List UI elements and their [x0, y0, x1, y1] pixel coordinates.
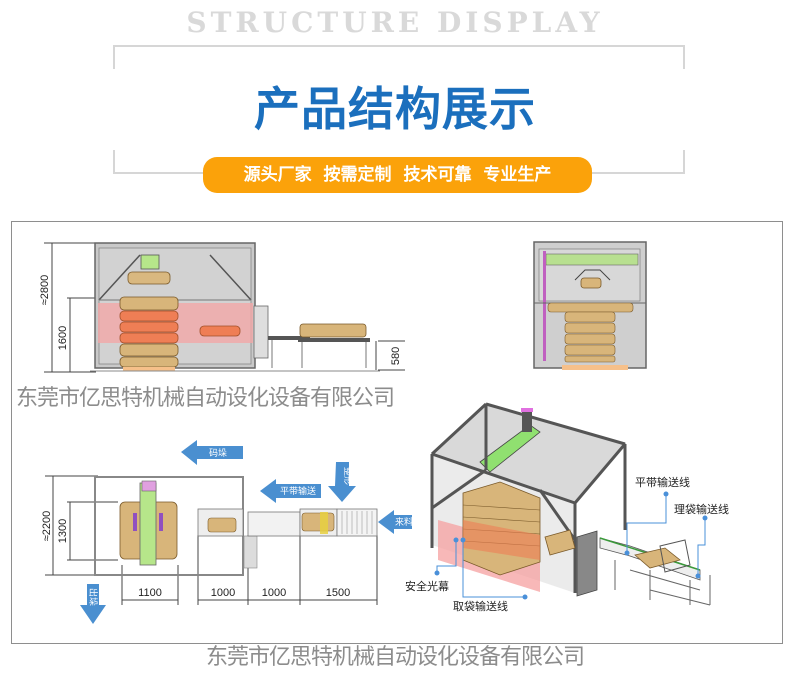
- slogan-badge: 源头厂家 按需定制 技术可靠 专业生产: [203, 157, 592, 193]
- dim-width: ≈2200: [41, 511, 53, 542]
- dim-segment-2: 1000: [211, 587, 235, 599]
- arrow-incoming: 来料: [378, 510, 413, 534]
- arrow-shaping: 整形: [328, 462, 356, 502]
- arrow-palletizing-label: 码垛: [209, 448, 227, 459]
- dim-pallet-width: 1300: [57, 519, 69, 543]
- dim-conveyor-height: 580: [390, 347, 402, 365]
- dim-stack-height: 1600: [57, 326, 69, 350]
- background-word: STRUCTURE DISPLAY: [186, 6, 604, 39]
- callout-bag-arranging-line: 理袋输送线: [674, 502, 729, 516]
- dim-total-height: ≈2800: [39, 275, 51, 306]
- arrow-palletizing: 码垛: [181, 440, 243, 465]
- arrow-stack-out: 出垛: [80, 584, 106, 624]
- front-dimension-lines: [44, 242, 405, 373]
- dim-segment-4: 1500: [326, 587, 350, 599]
- arrow-stack-out-label: 出垛: [87, 588, 99, 606]
- arrow-flat-belt: 平带输送: [260, 479, 321, 503]
- page-title: 产品结构展示: [254, 82, 536, 136]
- front-machine-frame: [90, 242, 380, 372]
- arrow-shaping-label: 整形: [342, 467, 354, 485]
- top-dimension-lines: [45, 475, 378, 605]
- callout-safety-light-curtain: 安全光幕: [405, 579, 449, 593]
- arrow-incoming-label: 来料: [395, 516, 413, 528]
- dim-segment-3: 1000: [262, 587, 286, 599]
- callout-bag-pickup-line: 取袋输送线: [453, 599, 508, 613]
- arrow-flat-belt-label: 平带输送: [280, 485, 316, 497]
- dim-segment-1: 1100: [138, 587, 162, 599]
- header-bracket-top: [113, 45, 685, 69]
- callout-flat-belt-line: 平带输送线: [635, 475, 690, 489]
